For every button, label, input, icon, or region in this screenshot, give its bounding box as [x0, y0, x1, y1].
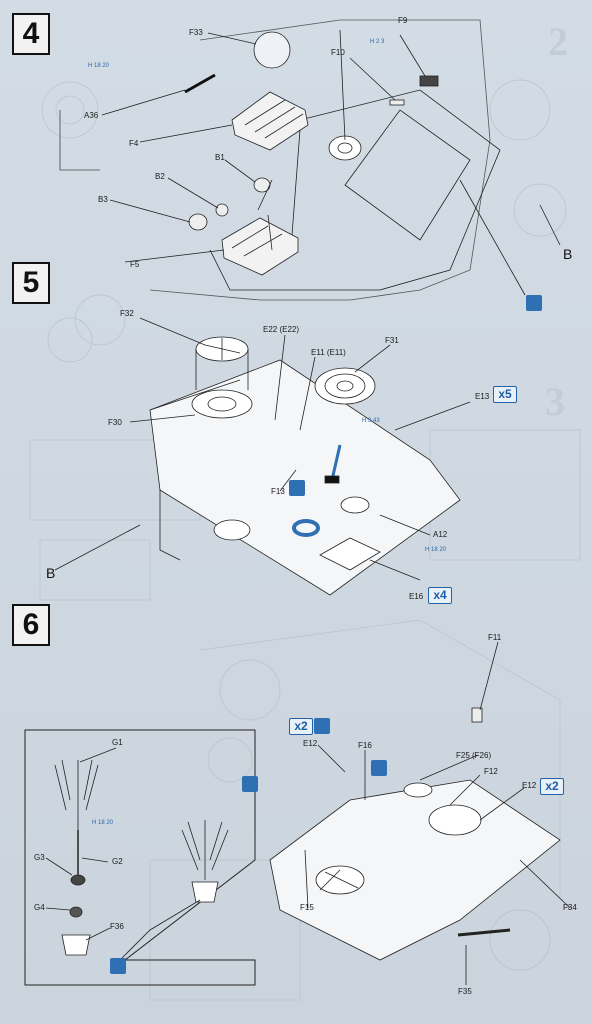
label-f9: F9 — [398, 16, 408, 25]
label-e16: E16 — [409, 592, 424, 601]
quantity-badge: x2 — [540, 778, 564, 795]
label-a36: A36 — [84, 111, 99, 120]
label-f36: F36 — [110, 922, 124, 931]
step-4-number: 4 — [12, 13, 50, 55]
label-f11: F11 — [488, 633, 502, 642]
quantity-badge: x5 — [493, 386, 517, 403]
label-f10: F10 — [331, 48, 345, 57]
step-5-number: 5 — [12, 262, 50, 304]
step-5-drawing — [54, 317, 471, 596]
paint-brush-icon — [110, 958, 126, 974]
paint-ref-tag: H 18 20 — [88, 63, 110, 69]
paint-ref-tag: H 3 43 — [362, 418, 380, 424]
step-6-number: 6 — [12, 604, 50, 646]
paint-ref-tag: H 18 20 — [425, 547, 447, 553]
paint-ref-tag: H 2 3 — [370, 39, 385, 45]
label-b3: B3 — [98, 195, 108, 204]
quantity-badge: x2 — [289, 718, 313, 735]
label-b-ref-left: B — [46, 565, 56, 581]
label-e11: E11 (E11) — [311, 348, 346, 357]
label-b2: B2 — [155, 172, 165, 181]
optional-part-icon — [242, 776, 258, 792]
label-f25: F25 (F26) — [456, 751, 492, 760]
label-g4: G4 — [34, 903, 45, 912]
paint-ref-tag: H 18 20 — [92, 820, 114, 826]
label-b-ref-right: B — [563, 246, 573, 262]
label-f13: F13 — [271, 487, 285, 496]
label-a12: A12 — [433, 530, 448, 539]
label-f31: F31 — [385, 336, 399, 345]
label-e13: E13 — [475, 392, 490, 401]
glue-icon — [526, 295, 542, 311]
ghost-step-2: 2 — [548, 19, 568, 64]
ghost-step-3: 3 — [545, 379, 565, 424]
label-f12: F12 — [484, 767, 498, 776]
label-g2: G2 — [112, 857, 123, 866]
background-ghost-lines — [29, 79, 581, 1001]
label-f30: F30 — [108, 418, 122, 427]
quantity-badge: x4 — [428, 587, 452, 604]
step-4-drawing — [59, 19, 561, 301]
label-f35: F35 — [458, 987, 472, 996]
label-g3: G3 — [34, 853, 45, 862]
label-f16: F16 — [358, 741, 372, 750]
label-e12-right: E12 — [522, 781, 537, 790]
glue-icon — [289, 480, 305, 496]
label-f4: F4 — [129, 139, 139, 148]
label-f5: F5 — [130, 260, 140, 269]
label-f33: F33 — [189, 28, 203, 37]
glue-icon — [314, 718, 330, 734]
label-f15: F15 — [300, 903, 314, 912]
step-6-drawing — [24, 641, 571, 986]
cut-icon — [371, 760, 387, 776]
label-f34: F34 — [563, 903, 577, 912]
label-f32: F32 — [120, 309, 134, 318]
label-e12-left: E12 — [303, 739, 318, 748]
label-b1: B1 — [215, 153, 225, 162]
label-e22: E22 (E22) — [263, 325, 300, 334]
label-g1: G1 — [112, 738, 123, 747]
